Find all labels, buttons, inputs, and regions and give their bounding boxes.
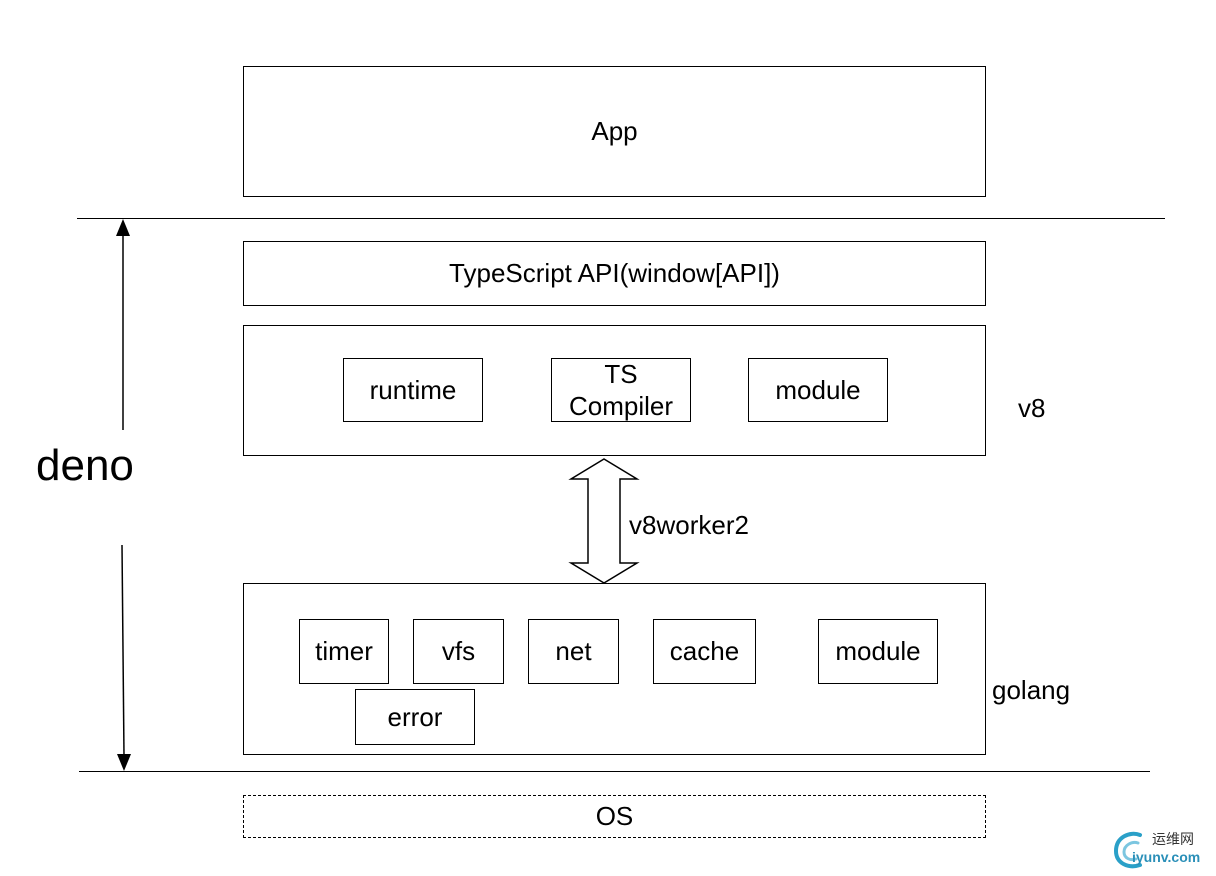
v8-side-label: v8	[1018, 393, 1046, 423]
golang-net-label: net	[555, 636, 592, 666]
v8worker2-double-arrow-icon	[568, 458, 640, 584]
watermark-logo: 运维网 iyunv.com	[1110, 827, 1210, 871]
golang-vfs-box: vfs	[413, 619, 504, 684]
v8-module-label: module	[775, 374, 861, 405]
golang-net-box: net	[528, 619, 619, 684]
golang-cache-label: cache	[669, 636, 740, 666]
ts-compiler-label-line2: Compiler	[568, 391, 674, 421]
golang-cache-box: cache	[653, 619, 756, 684]
v8-runtime-box: runtime	[343, 358, 483, 422]
app-layer-box: App	[243, 66, 986, 197]
ts-compiler-box: TS Compiler	[551, 358, 691, 422]
v8-module-box: module	[748, 358, 888, 422]
deno-span-arrow-down-icon	[117, 544, 131, 771]
typescript-api-label: TypeScript API(window[API])	[449, 258, 780, 288]
golang-error-label: error	[387, 701, 443, 732]
watermark-swirl-icon	[1113, 831, 1142, 869]
golang-error-box: error	[355, 689, 475, 745]
golang-timer-box: timer	[299, 619, 389, 684]
typescript-api-box: TypeScript API(window[API])	[243, 241, 986, 306]
v8worker2-label: v8worker2	[629, 510, 749, 540]
watermark-text-url: iyunv.com	[1132, 849, 1201, 865]
golang-module-label: module	[835, 636, 921, 666]
os-layer-label: OS	[595, 801, 634, 831]
ts-compiler-label-line1: TS	[604, 359, 638, 389]
deno-span-arrow-up-icon	[116, 219, 130, 430]
golang-module-box: module	[818, 619, 938, 684]
watermark-text-cn: 运维网	[1152, 831, 1194, 847]
bottom-separator-line	[79, 771, 1150, 772]
golang-timer-label: timer	[315, 636, 373, 666]
golang-vfs-label: vfs	[441, 636, 476, 666]
golang-side-label: golang	[992, 675, 1071, 705]
top-separator-line	[77, 218, 1165, 219]
os-layer-box: OS	[243, 795, 986, 838]
app-layer-label: App	[591, 116, 638, 146]
deno-label: deno	[36, 441, 134, 490]
v8-runtime-label: runtime	[369, 374, 457, 405]
